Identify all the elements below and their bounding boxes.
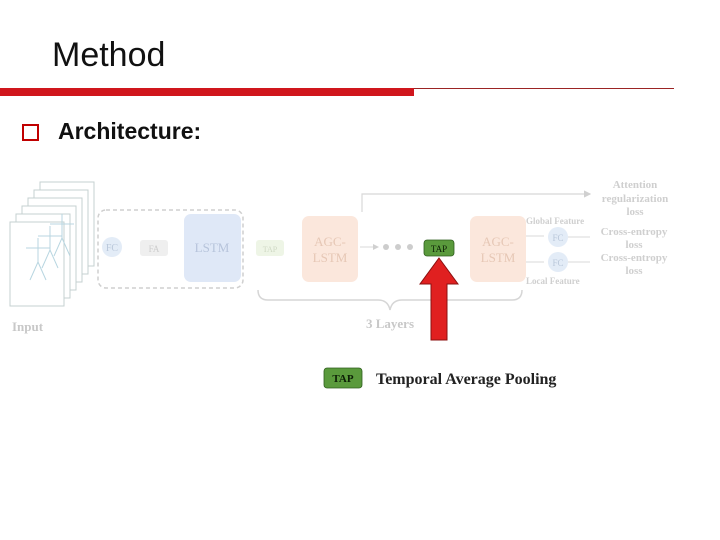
- layers-brace: [257, 289, 523, 311]
- ce-loss-local-line2: loss: [625, 265, 643, 277]
- fc-local-label: FC: [552, 258, 563, 268]
- lstm-node: [184, 214, 241, 282]
- legend-tap-label: TAP: [332, 373, 353, 385]
- legend-tap-description: Temporal Average Pooling: [376, 371, 556, 388]
- title-underline-thin: [414, 88, 674, 89]
- slide-title: Method: [52, 36, 166, 74]
- attention-loss-line1: Attention: [613, 179, 658, 191]
- agc-lstm-2-line1: AGC-: [482, 234, 514, 249]
- agc-lstm-1-line2: LSTM: [313, 250, 348, 265]
- tap-faded-label: TAP: [263, 245, 278, 254]
- lstm-label: LSTM: [195, 240, 230, 255]
- title-underline-red: [0, 88, 414, 96]
- fa-node: [140, 240, 168, 256]
- feature-extraction-block: [97, 209, 244, 289]
- attention-loss-line2: regularization: [602, 193, 668, 205]
- attention-loss-line3: loss: [626, 206, 644, 218]
- attention-flow-arrow: [361, 190, 592, 212]
- local-feature-label: Local Feature: [526, 276, 580, 286]
- input-label: Input: [12, 319, 44, 334]
- fa-label: FA: [149, 244, 160, 254]
- bullet-square-icon: [22, 124, 39, 141]
- tap-highlighted-label: TAP: [431, 244, 447, 254]
- fc-label: FC: [106, 243, 119, 254]
- agc-lstm-node-1: [302, 216, 358, 282]
- input-skeleton-frames: [9, 181, 95, 307]
- global-feature-label: Global Feature: [526, 216, 584, 226]
- legend-tap-swatch: [323, 367, 363, 389]
- fc-global-label: FC: [552, 233, 563, 243]
- tap-node-highlighted: [423, 239, 455, 257]
- ce-loss-local-line1: Cross-entropy: [601, 252, 668, 264]
- ce-loss-global-line2: loss: [625, 239, 643, 251]
- tap-node-faded: [256, 240, 284, 256]
- bullet-architecture: Architecture:: [58, 118, 202, 144]
- highlight-arrow-icon: [419, 257, 459, 341]
- ellipsis-dots: [383, 244, 413, 250]
- fc-node: [102, 237, 122, 257]
- agc-lstm-2-line2: LSTM: [481, 250, 516, 265]
- agc-lstm-node-2: [470, 216, 526, 282]
- agc-lstm-1-line1: AGC-: [314, 234, 346, 249]
- layers-label: 3 Layers: [366, 316, 414, 331]
- fc-global-node: [548, 227, 568, 247]
- ce-loss-global-line1: Cross-entropy: [601, 226, 668, 238]
- fc-local-node: [548, 252, 568, 272]
